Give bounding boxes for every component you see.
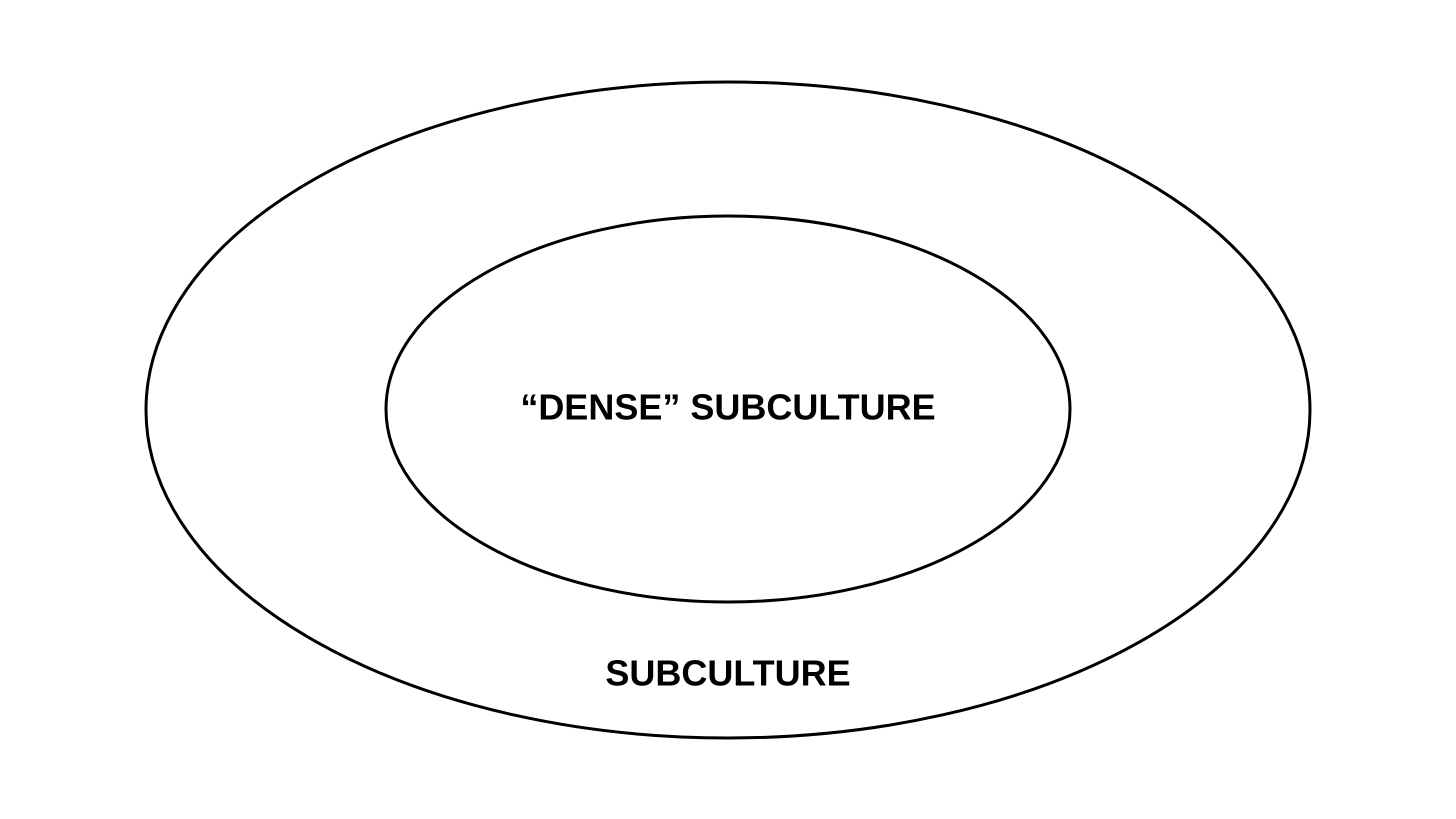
outer-label: SUBCULTURE <box>605 653 850 694</box>
inner-ellipse-dense-subculture <box>384 214 1072 604</box>
outer-ellipse-subculture <box>144 80 1312 740</box>
inner-label: “DENSE” SUBCULTURE <box>520 387 935 428</box>
